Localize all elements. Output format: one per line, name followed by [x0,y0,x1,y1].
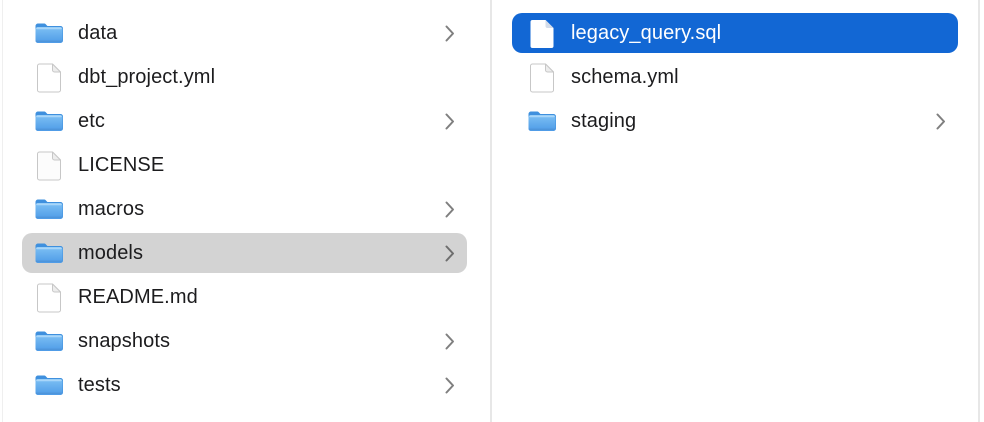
chevron-right-icon [445,25,455,42]
chevron-right-icon [445,333,455,350]
folder-icon [33,325,65,357]
column-edge-line [2,0,3,422]
folder-icon [33,369,65,401]
row-readme-md[interactable]: README.md [22,277,467,317]
row-license[interactable]: LICENSE [22,145,467,185]
file-name: legacy_query.sql [571,21,722,44]
row-schema-yml[interactable]: schema.yml [512,57,958,97]
chevron-right-icon [936,113,946,130]
column-parent-folder: data dbt_project.yml etc LICENSE [0,0,490,422]
file-name: models [78,241,144,264]
file-name: staging [571,109,637,132]
file-name: macros [78,197,145,220]
row-macros[interactable]: macros [22,189,467,229]
file-name: etc [78,109,105,132]
file-name: tests [78,373,121,396]
document-icon [33,281,65,313]
chevron-right-icon [445,113,455,130]
file-name: snapshots [78,329,171,352]
folder-icon [33,17,65,49]
row-tests[interactable]: tests [22,365,467,405]
row-staging[interactable]: staging [512,101,958,141]
file-name: data [78,21,118,44]
document-icon [526,17,558,49]
document-icon [33,149,65,181]
row-etc[interactable]: etc [22,101,467,141]
row-dbt-project-yml[interactable]: dbt_project.yml [22,57,467,97]
chevron-right-icon [445,201,455,218]
column-divider[interactable] [490,0,492,422]
row-data[interactable]: data [22,13,467,53]
file-name: schema.yml [571,65,679,88]
row-snapshots[interactable]: snapshots [22,321,467,361]
folder-icon [526,105,558,137]
column-divider[interactable] [978,0,980,422]
folder-icon [33,105,65,137]
document-icon [526,61,558,93]
column-models-contents: legacy_query.sql schema.yml staging [492,0,978,422]
row-legacy-query-sql-selected[interactable]: legacy_query.sql [512,13,958,53]
folder-icon [33,193,65,225]
document-icon [33,61,65,93]
row-models-selected[interactable]: models [22,233,467,273]
folder-icon [33,237,65,269]
file-name: README.md [78,285,198,308]
file-name: LICENSE [78,153,165,176]
chevron-right-icon [445,245,455,262]
file-name: dbt_project.yml [78,65,216,88]
chevron-right-icon [445,377,455,394]
